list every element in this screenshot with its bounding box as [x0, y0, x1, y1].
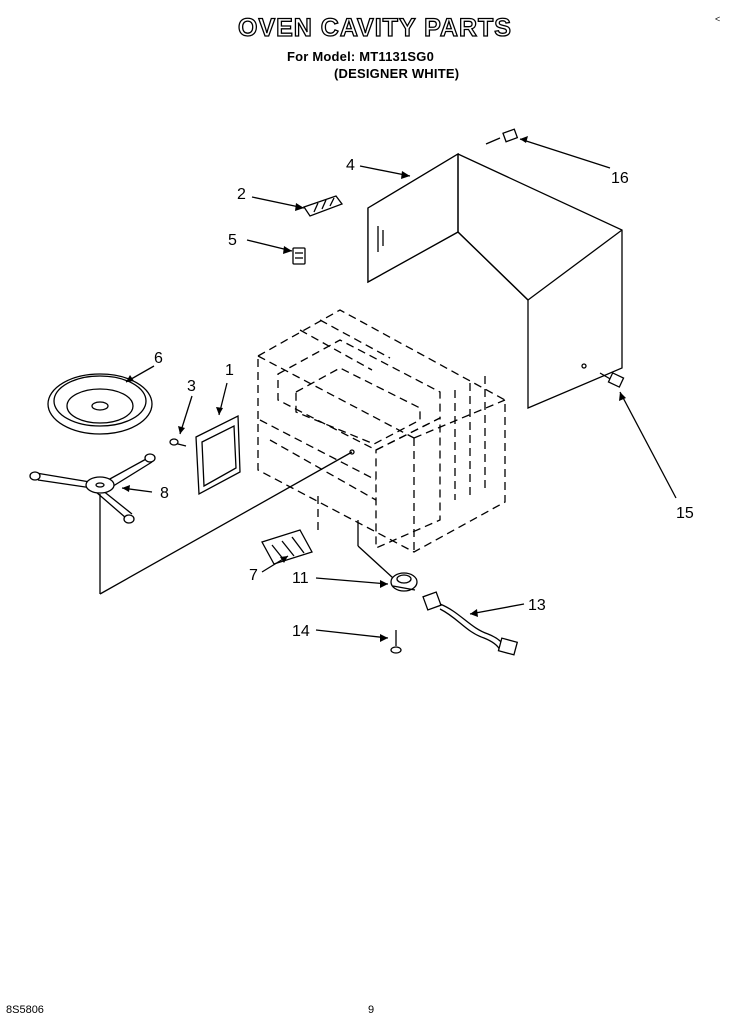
oven-cavity-outline: [257, 309, 506, 553]
cover-screw-part: [169, 438, 187, 447]
page-number: 9: [368, 1004, 375, 1016]
door-clip-part: [261, 529, 313, 565]
small-bracket-part: [292, 247, 306, 265]
callout-6: 6: [154, 350, 163, 367]
waveguide-cover-part: [195, 414, 241, 496]
document-code: 8S5806: [6, 1004, 44, 1016]
callout-13: 13: [528, 597, 546, 614]
outer-cabinet-part: [367, 152, 623, 409]
variant-line: (DESIGNER WHITE): [334, 66, 460, 81]
corner-mark: <: [715, 14, 721, 24]
model-line: For Model: MT1131SG0: [287, 49, 435, 64]
top-screw-part: [485, 128, 519, 145]
callout-1: 1: [225, 362, 234, 379]
callout-4: 4: [346, 157, 355, 174]
callout-15: 15: [676, 505, 694, 522]
assembly-reference-lines: [99, 451, 394, 595]
callout-8: 8: [160, 485, 169, 502]
side-screw-part: [599, 372, 625, 388]
callout-14: 14: [292, 623, 310, 640]
callout-5: 5: [228, 232, 237, 249]
motor-screw-part: [390, 630, 402, 654]
callout-16: 16: [611, 170, 629, 187]
wire-harness-part: [422, 591, 519, 656]
callout-7: 7: [249, 567, 258, 584]
turntable-tray-part: [47, 373, 153, 435]
roller-support-part: [29, 453, 156, 524]
turntable-motor-part: [390, 572, 418, 592]
callout-11: 11: [292, 570, 309, 587]
clip-part: [302, 195, 344, 217]
page-title: OVEN CAVITY PARTS: [237, 13, 512, 42]
leader-arrows: [121, 136, 677, 642]
callout-3: 3: [187, 378, 196, 395]
callout-2: 2: [237, 186, 246, 203]
